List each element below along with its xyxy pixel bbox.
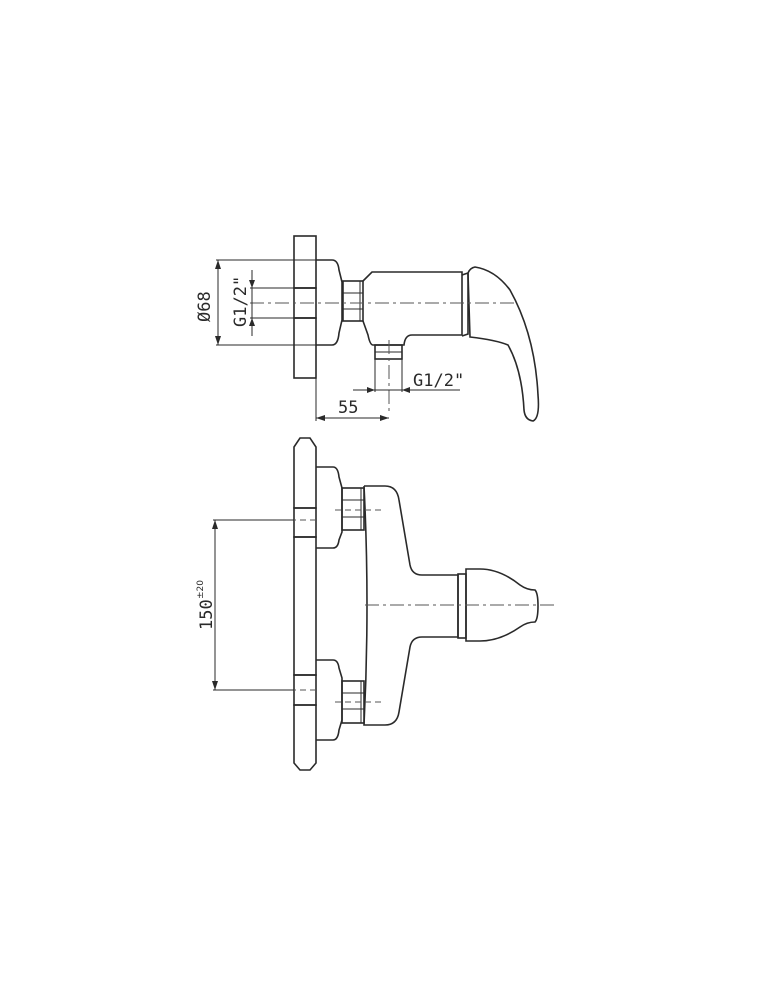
rosette-upper-front [316,466,343,549]
front-view: 150 ±20 [196,437,558,771]
nut-side [342,280,364,322]
projection-label: 55 [338,398,358,418]
dimension-inlet-thread: G1/2" [231,270,294,336]
spacing-tolerance: ±20 [196,580,206,599]
wall-section-front [293,437,317,771]
rosette-side [316,259,343,346]
inlet-upper [293,507,317,538]
mixer-body-side [362,271,463,346]
dimension-projection: 55 [315,378,389,421]
dimension-diameter: Ø68 [195,259,316,346]
side-view: Ø68 G1/2" G1/2" 55 [195,235,540,422]
wall-section-side [293,235,317,379]
lever-handle-front [457,568,539,642]
rosette-lower-front [316,659,343,741]
spacing-label: 150 [197,599,217,630]
dimension-outlet-thread: G1/2" [353,359,464,393]
dimension-inlet-spacing: 150 ±20 [196,519,294,691]
nut-upper-front [341,487,365,531]
diameter-label: Ø68 [195,291,215,322]
lever-handle-side [461,266,540,422]
mixer-body-front [363,485,459,726]
inlet-thread-label: G1/2" [231,276,251,327]
outlet-thread-label: G1/2" [413,371,464,391]
